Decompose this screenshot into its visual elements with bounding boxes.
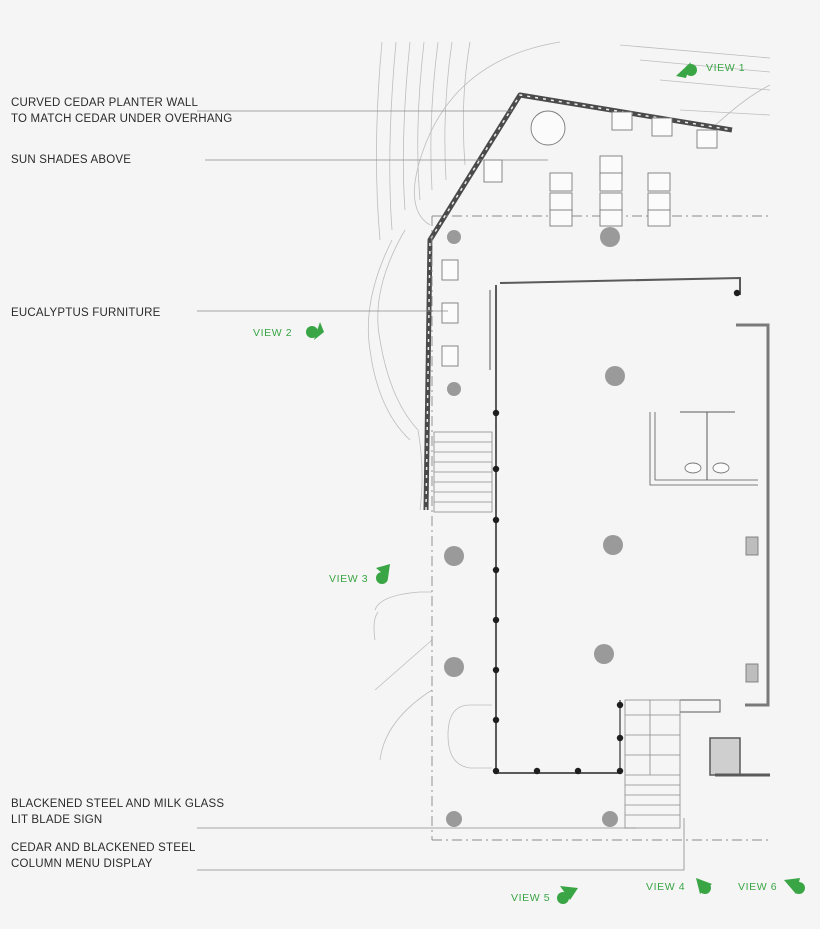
view-2-label: VIEW 2: [253, 327, 293, 339]
view-5-marker: [557, 886, 578, 904]
callout-menu-display-line-2: COLUMN MENU DISPLAY: [11, 858, 153, 870]
view-2-marker: [306, 322, 324, 340]
stairs: [433, 431, 681, 829]
view-4-label: VIEW 4: [646, 881, 686, 893]
view-1-marker: [676, 62, 697, 78]
callout-blade-sign-line-2: LIT BLADE SIGN: [11, 814, 103, 826]
view-1-label: VIEW 1: [706, 62, 746, 74]
callout-leaders: [197, 110, 685, 871]
callout-blade-sign-line-1: BLACKENED STEEL AND MILK GLASS: [11, 798, 225, 810]
view-3-label: VIEW 3: [329, 573, 369, 585]
view-6-label: VIEW 6: [738, 881, 778, 893]
callout-sun-shades: SUN SHADES ABOVE: [11, 154, 132, 166]
furniture: [441, 110, 759, 683]
view-5-label: VIEW 5: [511, 892, 551, 904]
callout-menu-display-line-1: CEDAR AND BLACKENED STEEL: [11, 842, 196, 854]
callout-planter-wall-line-1: CURVED CEDAR PLANTER WALL: [11, 97, 199, 109]
view-6-marker: [784, 878, 805, 894]
view-markers: [306, 62, 805, 904]
trees: [444, 227, 625, 827]
callout-furniture: EUCALYPTUS FURNITURE: [11, 307, 161, 319]
building-walls: [489, 276, 770, 777]
callout-menu-display: CEDAR AND BLACKENED STEEL COLUMN MENU DI…: [11, 840, 196, 872]
structural-columns: [492, 289, 741, 775]
callout-planter-wall: CURVED CEDAR PLANTER WALL TO MATCH CEDAR…: [11, 95, 232, 127]
callout-planter-wall-line-2: TO MATCH CEDAR UNDER OVERHANG: [11, 113, 233, 125]
site-curves: [367, 41, 771, 769]
view-3-marker: [376, 564, 390, 584]
view-4-marker: [696, 878, 712, 894]
callout-blade-sign: BLACKENED STEEL AND MILK GLASS LIT BLADE…: [11, 796, 224, 828]
planter-wall: [423, 92, 733, 511]
